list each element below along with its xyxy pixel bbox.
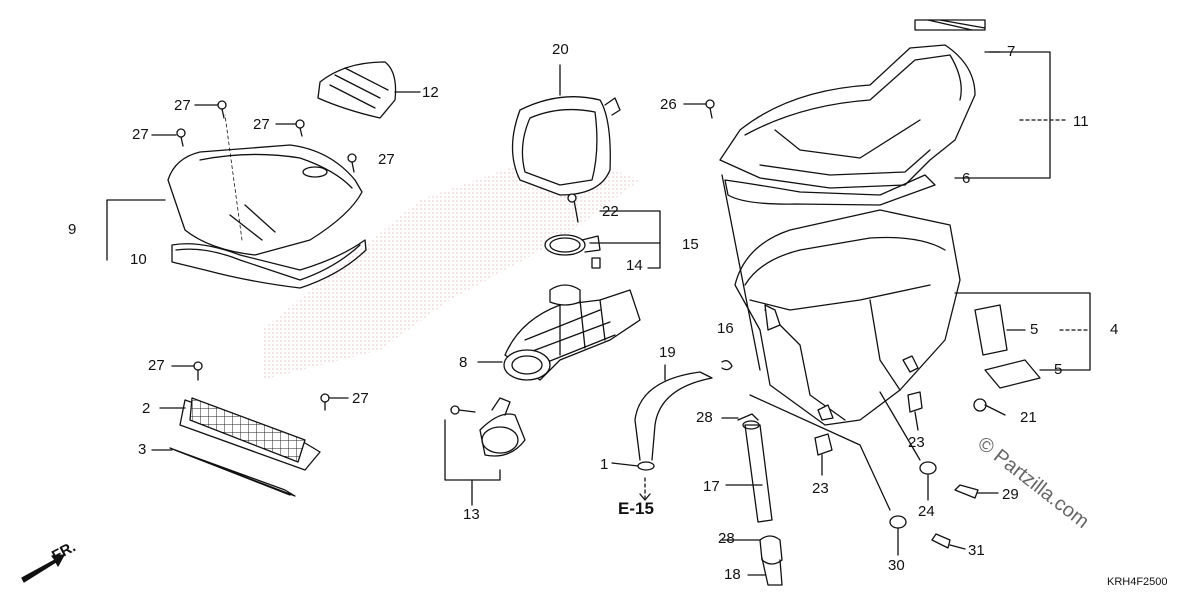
callout-24: 24 (918, 503, 935, 520)
air-filter-element (151, 397, 321, 497)
callout-22: 22 (602, 203, 619, 220)
filter-foam (511, 64, 621, 196)
callout-11: 11 (1073, 113, 1089, 130)
callout-6: 6 (962, 170, 971, 187)
callout-19: 19 (659, 344, 676, 361)
reference-e15: E-15 (618, 499, 654, 518)
callout-27-e: 27 (148, 357, 165, 374)
breather-hose (611, 360, 733, 501)
callout-16: 16 (717, 320, 734, 337)
air-joint-boot (444, 397, 526, 506)
rubber-cap (317, 61, 421, 119)
callout-26: 26 (660, 96, 677, 113)
callout-23-a: 23 (908, 434, 925, 451)
callout-31: 31 (968, 542, 985, 559)
callout-23-b: 23 (812, 480, 829, 497)
callout-1: 1 (600, 456, 609, 473)
drain-tube (721, 394, 891, 586)
case-pads (974, 304, 1041, 389)
background-watermark (262, 150, 640, 380)
callout-9: 9 (68, 221, 77, 238)
callout-27-f: 27 (352, 390, 369, 407)
upper-housing (719, 19, 1066, 206)
callout-7: 7 (1007, 43, 1016, 60)
connecting-tube (477, 284, 641, 381)
callout-20: 20 (552, 41, 569, 58)
callout-29: 29 (1002, 486, 1019, 503)
callout-28-a: 28 (696, 409, 713, 426)
callout-17: 17 (703, 478, 720, 495)
callout-8: 8 (459, 354, 468, 371)
callout-30: 30 (888, 557, 905, 574)
screws (176, 99, 715, 411)
leader-lines (106, 103, 707, 399)
callout-14: 14 (626, 257, 643, 274)
callout-27-d: 27 (378, 151, 395, 168)
callout-15: 15 (682, 236, 699, 253)
hose-clamp (544, 193, 661, 269)
callout-13: 13 (463, 506, 480, 523)
callout-27-a: 27 (174, 97, 191, 114)
callout-12: 12 (422, 84, 439, 101)
callout-27-b: 27 (132, 126, 149, 143)
callout-21: 21 (1020, 409, 1037, 426)
callout-28-b: 28 (718, 530, 735, 547)
air-cleaner-case (721, 174, 1091, 426)
callout-5-a: 5 (1030, 321, 1039, 338)
callout-2: 2 (142, 400, 151, 417)
callout-4: 4 (1110, 321, 1119, 338)
diagram-code: KRH4F2500 (1107, 576, 1168, 588)
callout-5-b: 5 (1054, 361, 1063, 378)
callout-27-c: 27 (253, 116, 270, 133)
callout-18: 18 (724, 566, 741, 583)
callout-3: 3 (138, 441, 147, 458)
front-arrow-icon (21, 554, 65, 583)
air-cleaner-cover (167, 114, 367, 289)
callout-10: 10 (130, 251, 147, 268)
small-hardware (814, 391, 1006, 556)
